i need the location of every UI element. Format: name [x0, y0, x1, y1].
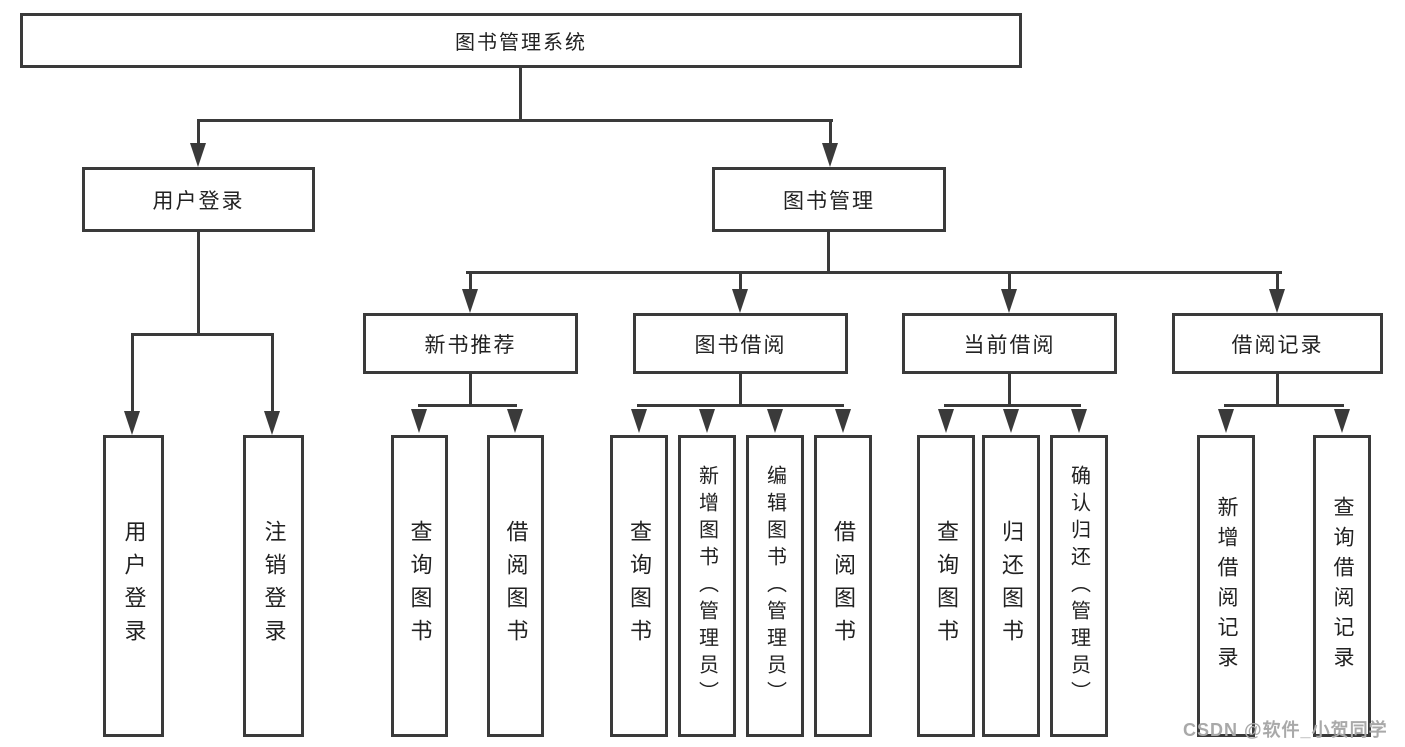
connector-line	[1008, 271, 1011, 289]
arrow-down-icon	[699, 409, 715, 433]
leaf-user-login: 用户登录	[103, 435, 164, 737]
leaf-confirm-return-admin: 确认归还（管理员）	[1050, 435, 1108, 737]
connector-line	[1224, 404, 1344, 407]
connector-line	[131, 333, 134, 412]
arrow-down-icon	[124, 411, 140, 435]
leaf-query-borrow-record: 查询借阅记录	[1313, 435, 1371, 737]
leaf-label: 编辑图书（管理员）	[763, 464, 786, 708]
node-label: 新书推荐	[424, 333, 517, 357]
node-label: 图书借阅	[694, 333, 787, 357]
connector-line	[1008, 373, 1011, 406]
arrow-down-icon	[190, 143, 206, 167]
node-label: 当前借阅	[963, 333, 1056, 357]
connector-line	[131, 333, 274, 336]
arrow-down-icon	[767, 409, 783, 433]
csdn-watermark: CSDN @软件_小贺同学	[1183, 720, 1388, 740]
connector-line	[469, 373, 472, 406]
arrow-down-icon	[411, 409, 427, 433]
connector-line	[829, 119, 832, 146]
leaf-logout: 注销登录	[243, 435, 304, 737]
node-label: 图书管理	[783, 189, 875, 213]
arrow-down-icon	[1001, 289, 1017, 313]
connector-line	[739, 271, 742, 289]
leaf-return-books: 归还图书	[982, 435, 1040, 737]
leaf-label: 查询借阅记录	[1331, 496, 1354, 676]
connector-line	[466, 271, 1282, 274]
node-label: 图书管理系统	[455, 32, 587, 54]
connector-line	[519, 68, 522, 122]
leaf-label: 新增图书（管理员）	[695, 464, 718, 708]
arrow-down-icon	[732, 289, 748, 313]
arrow-down-icon	[264, 411, 280, 435]
connector-line	[637, 404, 844, 407]
connector-line	[1276, 373, 1279, 406]
leaf-label: 查询图书	[627, 520, 652, 652]
arrow-down-icon	[1003, 409, 1019, 433]
connector-line	[469, 271, 472, 289]
leaf-label: 新增借阅记录	[1215, 496, 1238, 676]
arrow-down-icon	[1218, 409, 1234, 433]
leaf-label: 借阅图书	[503, 520, 529, 652]
connector-line	[197, 119, 200, 146]
arrow-down-icon	[1334, 409, 1350, 433]
leaf-label: 查询图书	[407, 520, 433, 652]
connector-line	[271, 333, 274, 412]
arrow-down-icon	[822, 143, 838, 167]
connector-line	[197, 119, 833, 122]
arrow-down-icon	[1071, 409, 1087, 433]
leaf-edit-books-admin: 编辑图书（管理员）	[746, 435, 804, 737]
node-book-management-branch: 图书管理	[712, 167, 946, 232]
node-borrow-records: 借阅记录	[1172, 313, 1383, 374]
node-root-system: 图书管理系统	[20, 13, 1022, 68]
arrow-down-icon	[835, 409, 851, 433]
leaf-borrow-books: 借阅图书	[814, 435, 872, 737]
connector-line	[197, 232, 200, 335]
leaf-label: 查询图书	[934, 520, 959, 652]
leaf-label: 归还图书	[999, 520, 1024, 652]
leaf-query-books-borrow: 查询图书	[610, 435, 668, 737]
connector-line	[827, 232, 830, 273]
leaf-label: 借阅图书	[831, 520, 856, 652]
arrow-down-icon	[938, 409, 954, 433]
node-label: 借阅记录	[1231, 333, 1324, 357]
node-current-borrow: 当前借阅	[902, 313, 1117, 374]
node-book-borrow: 图书借阅	[633, 313, 848, 374]
leaf-add-books-admin: 新增图书（管理员）	[678, 435, 736, 737]
connector-line	[739, 373, 742, 406]
arrow-down-icon	[507, 409, 523, 433]
leaf-label: 确认归还（管理员）	[1067, 464, 1090, 708]
node-label: 用户登录	[152, 189, 245, 213]
leaf-borrow-books-recommend: 借阅图书	[487, 435, 544, 737]
node-user-login-branch: 用户登录	[82, 167, 315, 232]
leaf-label: 用户登录	[121, 520, 147, 652]
leaf-query-books-recommend: 查询图书	[391, 435, 448, 737]
arrow-down-icon	[462, 289, 478, 313]
connector-line	[1276, 271, 1279, 289]
arrow-down-icon	[631, 409, 647, 433]
leaf-query-books-current: 查询图书	[917, 435, 975, 737]
node-new-book-recommend: 新书推荐	[363, 313, 578, 374]
connector-line	[418, 404, 517, 407]
arrow-down-icon	[1269, 289, 1285, 313]
connector-line	[944, 404, 1081, 407]
leaf-add-borrow-record: 新增借阅记录	[1197, 435, 1255, 737]
leaf-label: 注销登录	[261, 520, 287, 652]
